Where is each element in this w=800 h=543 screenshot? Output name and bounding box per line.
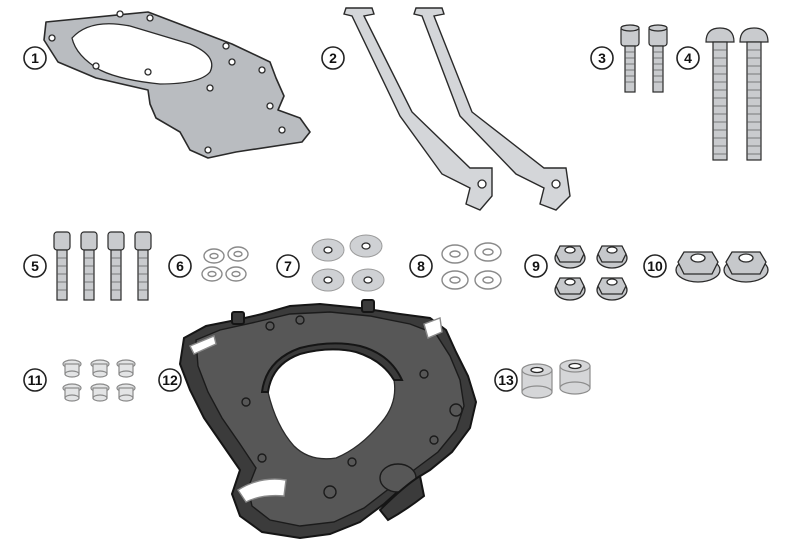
part-11-bushings bbox=[62, 359, 136, 402]
part-9-flange-nuts bbox=[554, 245, 628, 301]
callout-3: 3 bbox=[590, 46, 614, 70]
callout-3-label: 3 bbox=[598, 50, 606, 66]
callout-9: 9 bbox=[524, 254, 548, 278]
callout-10-label: 10 bbox=[647, 258, 663, 274]
part-13-spacers bbox=[521, 359, 591, 399]
callout-1: 1 bbox=[23, 46, 47, 70]
part-2-brackets bbox=[343, 7, 571, 211]
callout-9-label: 9 bbox=[532, 258, 540, 274]
part-10-large-flange-nuts bbox=[675, 251, 769, 283]
callout-4-label: 4 bbox=[684, 50, 692, 66]
callout-7-label: 7 bbox=[284, 258, 292, 274]
part-6-small-washers bbox=[201, 246, 249, 282]
callout-5-label: 5 bbox=[31, 258, 39, 274]
callout-5: 5 bbox=[23, 254, 47, 278]
callout-11: 11 bbox=[23, 368, 47, 392]
callout-10: 10 bbox=[643, 254, 667, 278]
part-1-mounting-plate bbox=[43, 10, 311, 159]
part-4-long-bolts bbox=[705, 27, 769, 161]
part-7-large-washers bbox=[311, 234, 385, 292]
part-5-socket-bolts bbox=[53, 231, 152, 301]
callout-13-label: 13 bbox=[498, 372, 514, 388]
callout-2-label: 2 bbox=[329, 50, 337, 66]
callout-8-label: 8 bbox=[417, 258, 425, 274]
part-12-base-plate bbox=[178, 299, 478, 540]
callout-11-label: 11 bbox=[28, 372, 43, 388]
callout-13: 13 bbox=[494, 368, 518, 392]
part-8-medium-washers bbox=[441, 242, 502, 290]
part-3-short-bolts bbox=[620, 24, 668, 93]
callout-6: 6 bbox=[168, 254, 192, 278]
callout-6-label: 6 bbox=[176, 258, 184, 274]
callout-1-label: 1 bbox=[31, 50, 39, 66]
callout-8: 8 bbox=[409, 254, 433, 278]
callout-2: 2 bbox=[321, 46, 345, 70]
callout-4: 4 bbox=[676, 46, 700, 70]
callout-12-label: 12 bbox=[162, 372, 178, 388]
callout-7: 7 bbox=[276, 254, 300, 278]
callout-12: 12 bbox=[158, 368, 182, 392]
